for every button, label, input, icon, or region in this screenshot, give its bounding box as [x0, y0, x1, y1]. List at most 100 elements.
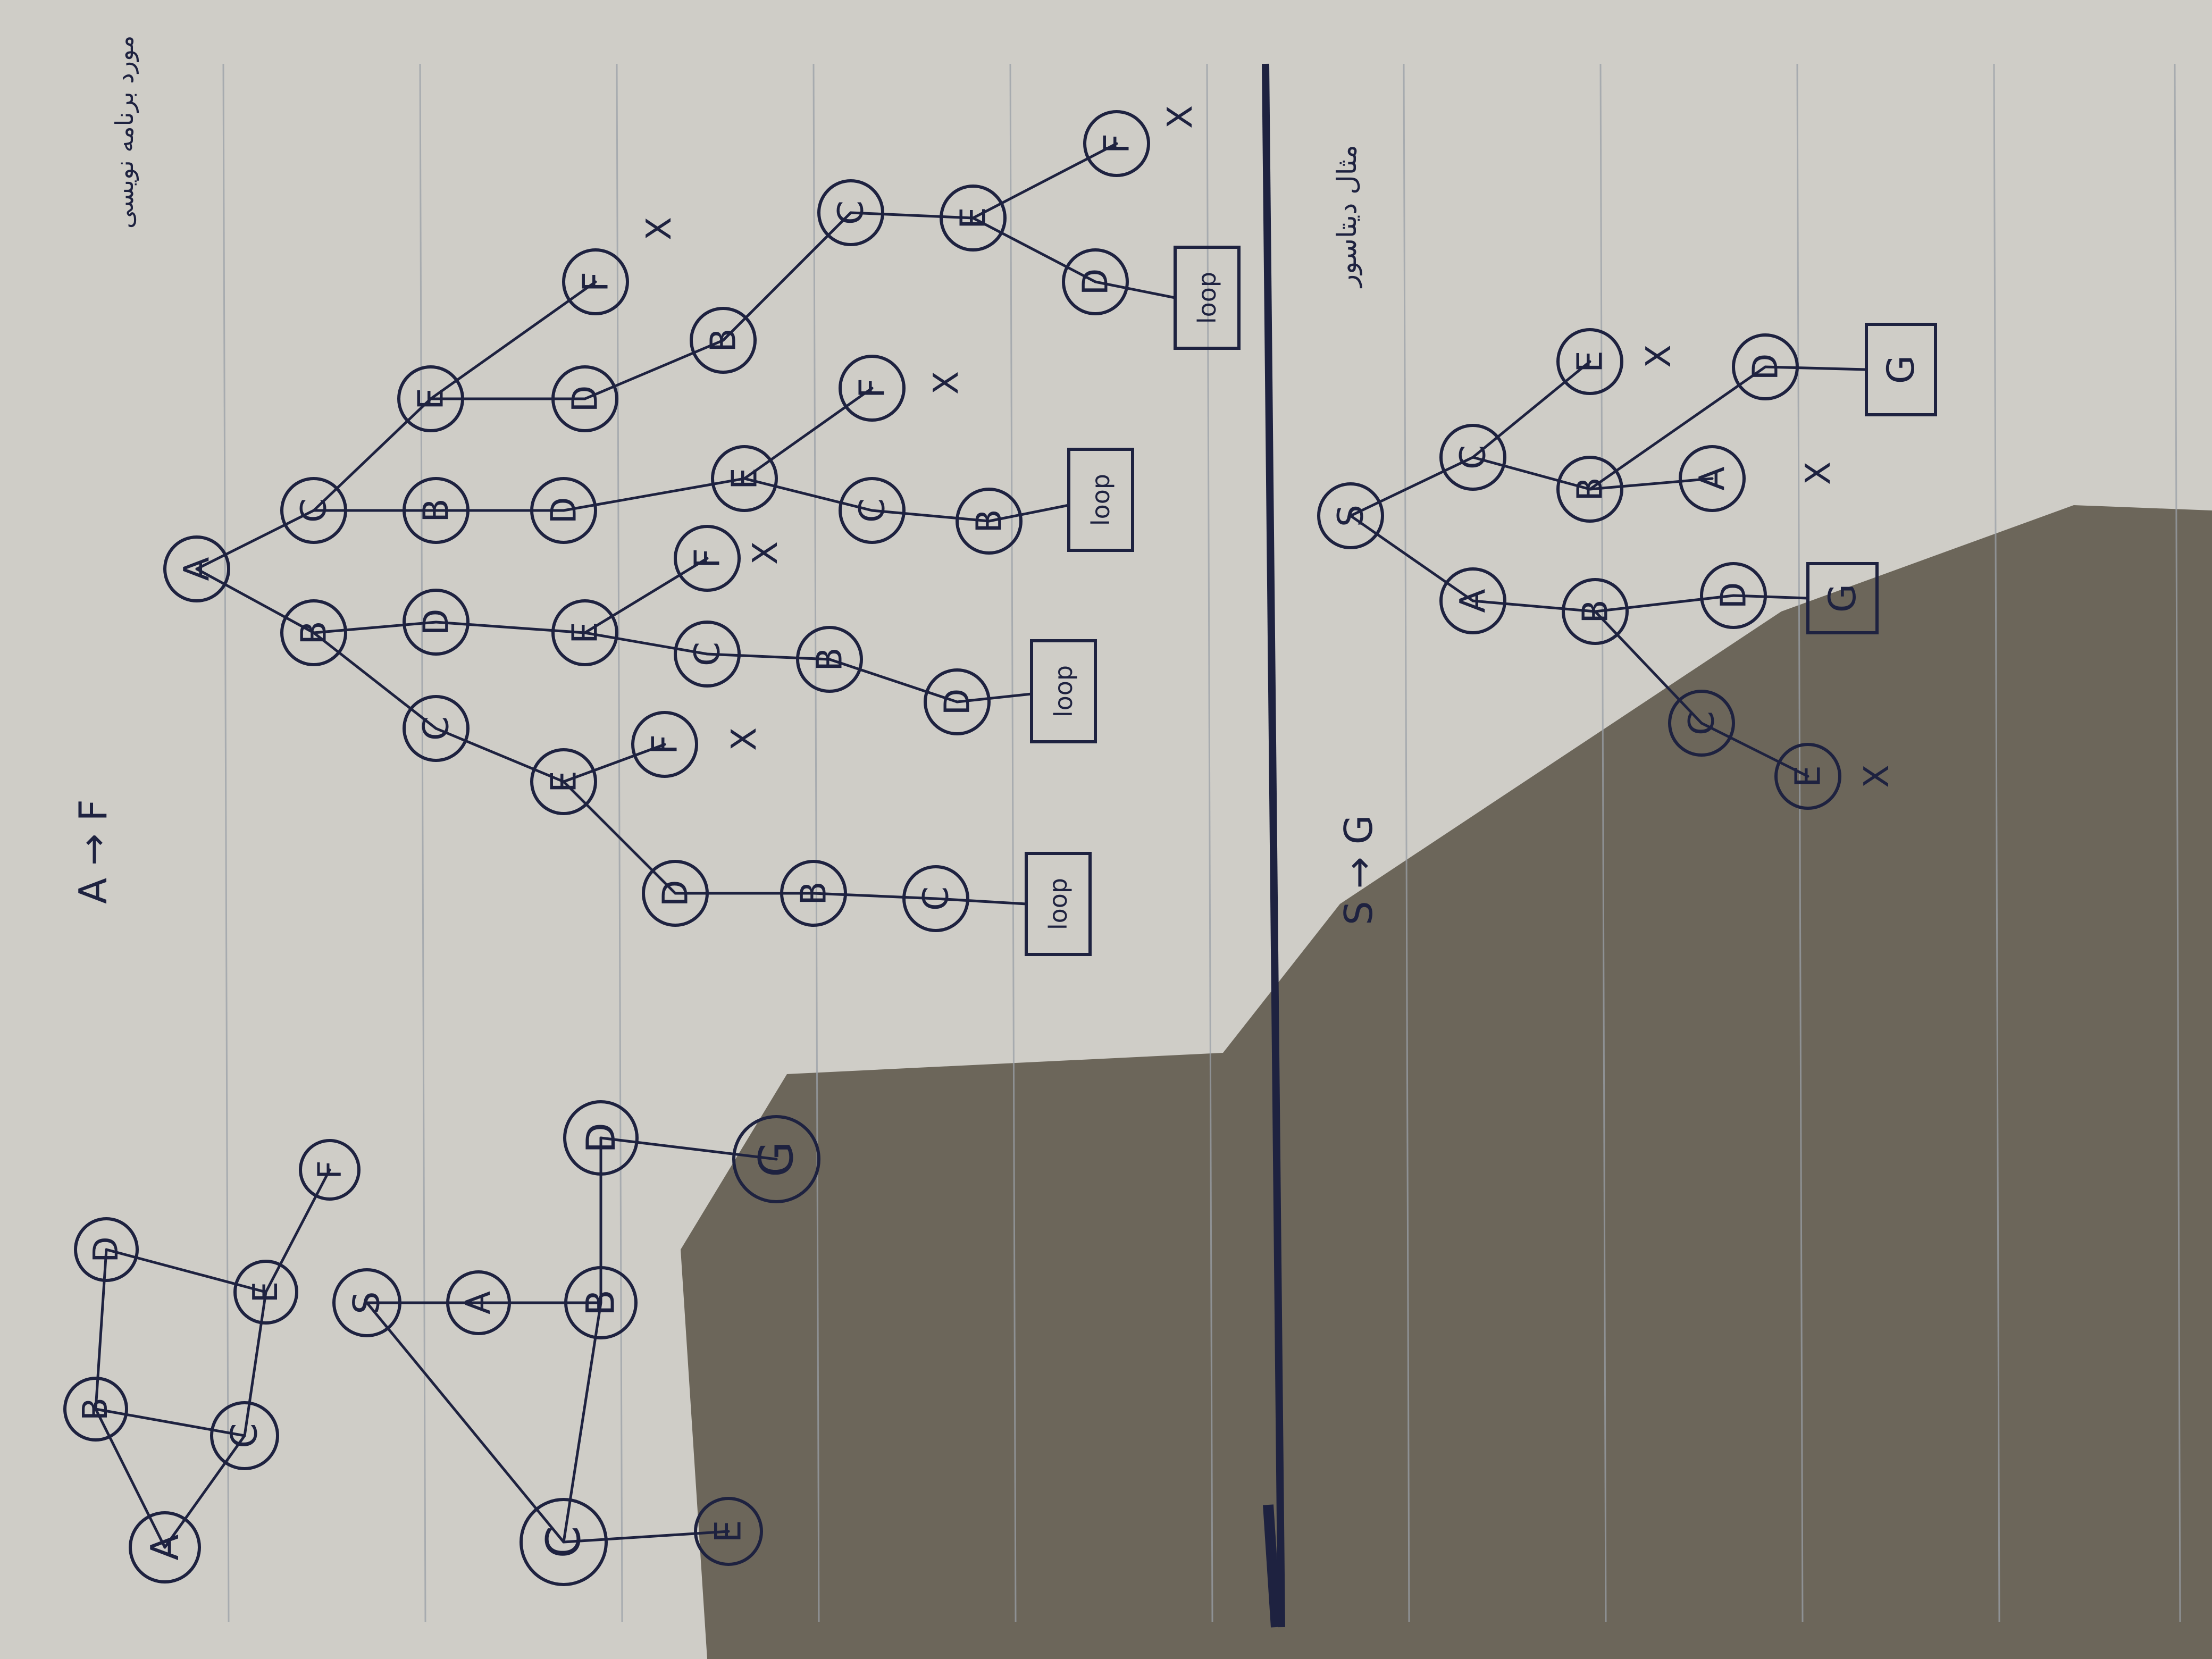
node-t2-AB: B — [1562, 578, 1629, 645]
node-t1-BCEF: F — [631, 711, 698, 778]
node-letter: A — [177, 557, 217, 581]
node-circle — [403, 695, 470, 762]
node-letter: D — [1075, 269, 1116, 296]
node-circle — [280, 477, 347, 544]
node-t1-BCE: E — [530, 748, 597, 815]
node-letter: C — [831, 200, 872, 225]
node-letter: F — [575, 272, 616, 292]
goal-label-problem-2: S → G — [1336, 815, 1381, 925]
edge — [243, 1291, 267, 1437]
node-t2-CB: B — [1556, 456, 1623, 523]
node-g2-A: A — [446, 1270, 511, 1335]
node-circle — [1317, 482, 1384, 549]
edge — [1588, 477, 1714, 491]
edge — [706, 652, 831, 661]
loop-box: loop — [1067, 448, 1134, 552]
node-t1-CEDBCE: E — [940, 185, 1007, 252]
edge — [434, 621, 586, 634]
edge — [94, 1407, 166, 1549]
node-g2-B: B — [564, 1266, 638, 1339]
node-t2-CBA: A — [1679, 445, 1746, 512]
loop-box: loop — [1174, 246, 1241, 350]
persian-note-1: مورد برنامه نویسی — [110, 36, 139, 229]
node-letter: A — [459, 1291, 498, 1314]
edge — [562, 780, 677, 895]
node-t2-S: S — [1317, 482, 1384, 549]
node-t1-CED: D — [551, 365, 618, 432]
node-circle — [530, 477, 597, 544]
edge — [434, 727, 565, 783]
node-circle — [1439, 567, 1506, 634]
node-letter: B — [703, 328, 744, 352]
node-letter: D — [416, 609, 457, 636]
node-circle — [631, 711, 698, 778]
node-circle — [839, 477, 906, 544]
node-letter: B — [416, 498, 457, 522]
edge — [94, 1407, 246, 1437]
edge — [743, 477, 874, 512]
node-circle — [817, 179, 884, 246]
node-t2-C: C — [1439, 424, 1506, 491]
node-g2-D: D — [563, 1100, 639, 1176]
node-circle — [1556, 328, 1623, 395]
node-letter: D — [87, 1236, 126, 1262]
node-letter: C — [852, 498, 893, 523]
node-letter: E — [543, 770, 584, 793]
node-circle — [403, 477, 470, 544]
node-t1-BDEF: F — [674, 525, 741, 592]
node-t2-ABCE: E — [1774, 743, 1841, 810]
node-letter: E — [708, 1520, 750, 1543]
edge — [722, 211, 852, 342]
node-circle — [63, 1377, 128, 1442]
edge — [562, 1301, 602, 1544]
node-g2-E: E — [694, 1497, 763, 1566]
node-letter: F — [644, 734, 685, 755]
node-letter: C — [224, 1423, 266, 1448]
node-circle — [796, 626, 863, 693]
node-letter: E — [724, 467, 765, 490]
edge — [812, 892, 937, 900]
node-t1-CEDBCED: D — [1062, 248, 1129, 315]
node-letter: E — [953, 207, 994, 229]
node-circle — [1700, 562, 1767, 629]
dead-end-mark: X — [1161, 105, 1200, 129]
node-circle — [694, 1497, 763, 1566]
node-circle — [280, 599, 347, 666]
edge — [163, 1434, 246, 1549]
edge — [1764, 365, 1868, 371]
node-circle — [1668, 690, 1735, 757]
node-t1-BDECB: B — [796, 626, 863, 693]
dead-end-mark: X — [1639, 345, 1679, 368]
node-letter: E — [410, 388, 451, 410]
dead-end-mark: X — [746, 541, 785, 565]
edge — [195, 509, 315, 571]
node-t1-CEDBC: C — [817, 179, 884, 246]
node-circle — [839, 355, 906, 422]
edge — [583, 339, 725, 400]
node-t1-BDECBD: D — [924, 668, 991, 735]
node-t1-A: A — [163, 535, 230, 602]
edge — [365, 1301, 565, 1544]
node-t1-CBDE: E — [711, 445, 778, 512]
goal-letter: G — [1821, 584, 1864, 613]
node-t2-ABD: D — [1700, 562, 1767, 629]
node-t1-BDE: E — [551, 599, 618, 666]
edge — [1594, 594, 1735, 613]
node-letter: D — [655, 880, 696, 907]
node-t1-CE: E — [397, 365, 464, 432]
node-letter: D — [565, 386, 606, 413]
node-t1-BC: C — [403, 695, 470, 762]
loop-label: loop — [1086, 474, 1115, 526]
node-g1-D: D — [74, 1217, 139, 1282]
node-circle — [563, 1100, 639, 1176]
loop-label: loop — [1044, 878, 1073, 930]
node-t1-BCEDB: B — [780, 860, 847, 927]
node-t1-CBD: D — [530, 477, 597, 544]
loop-label: loop — [1049, 665, 1078, 717]
node-g1-E: E — [233, 1260, 298, 1325]
node-letter: C — [1681, 711, 1722, 735]
node-t1-CEDB: B — [690, 307, 757, 374]
node-t1-B: B — [280, 599, 347, 666]
